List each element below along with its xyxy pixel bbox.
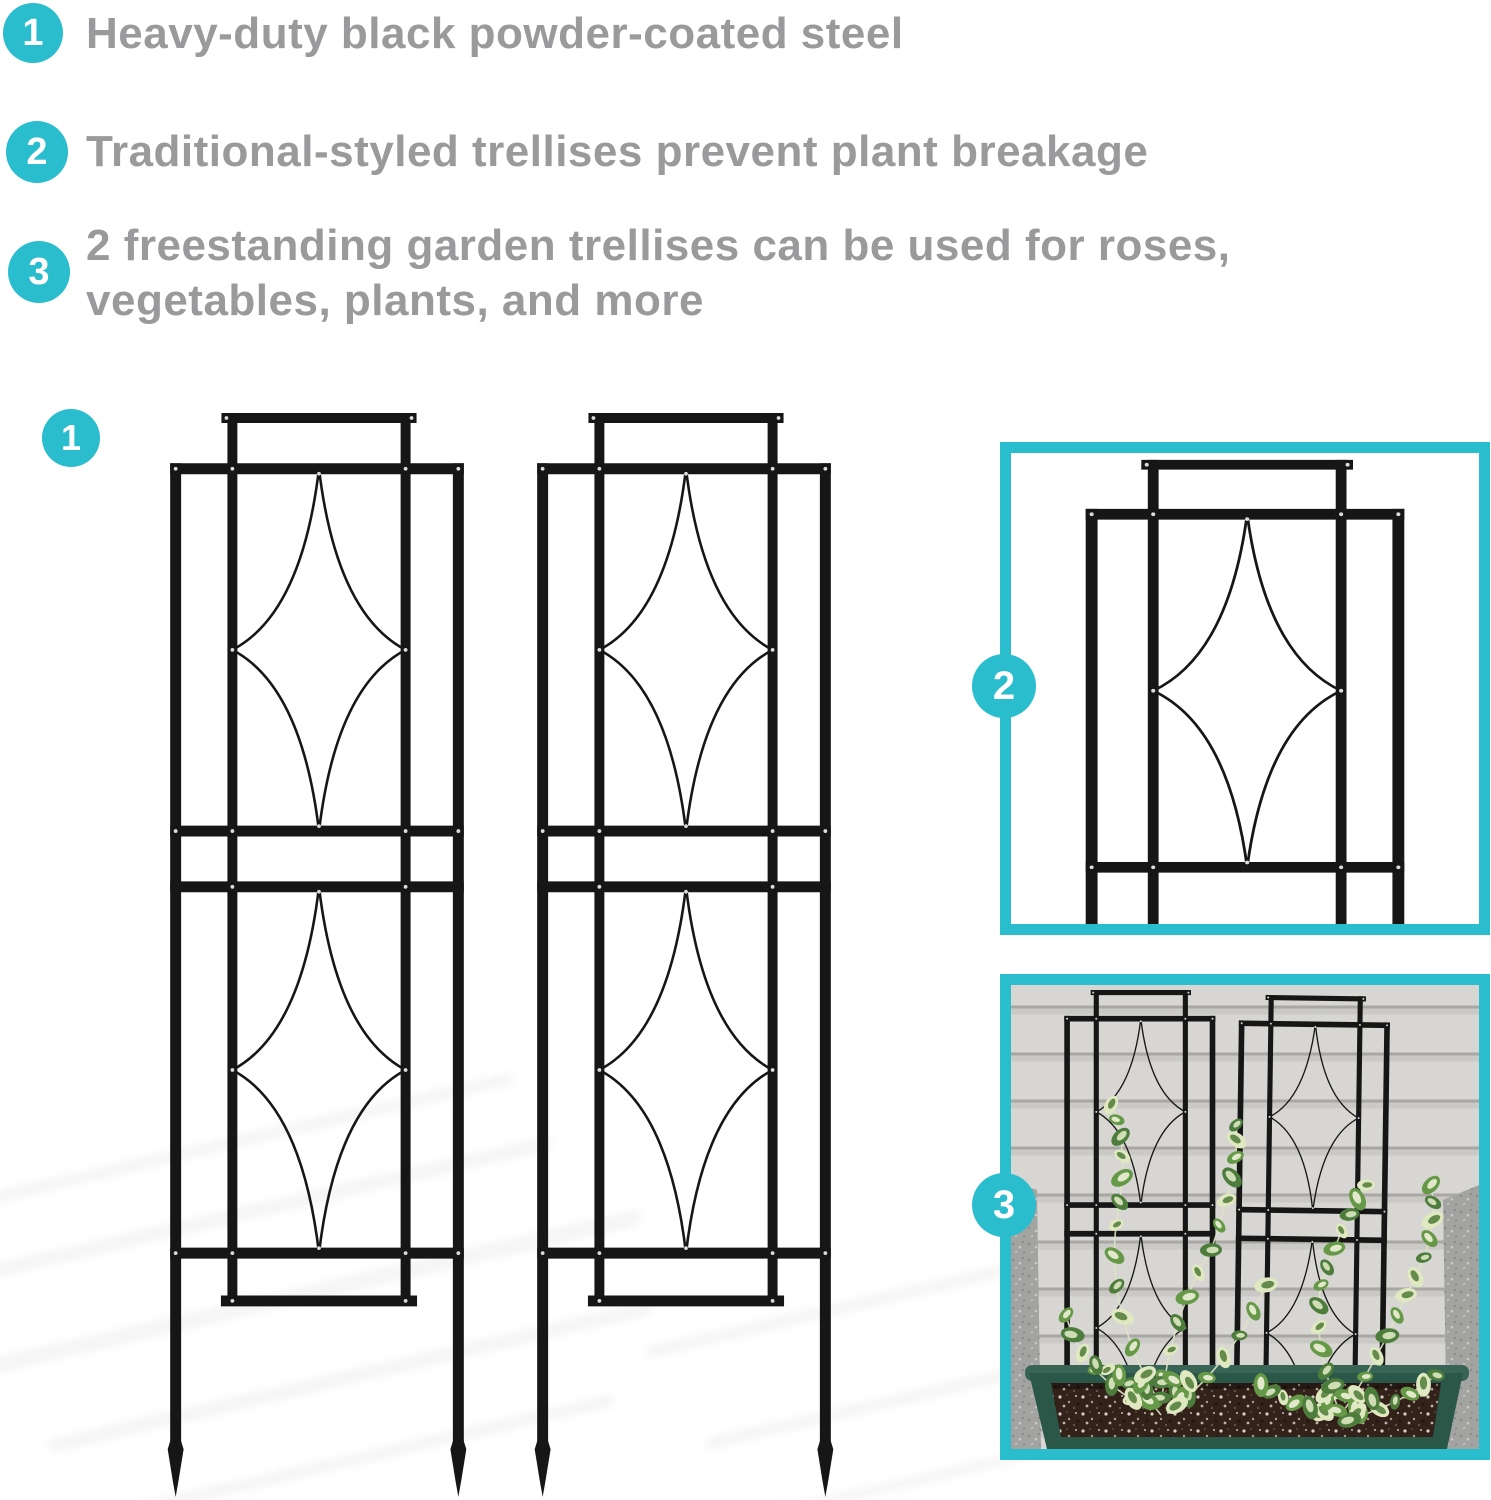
- trellis-illustration-left: [167, 410, 467, 1500]
- photo-inset-box: [1000, 974, 1490, 1460]
- trellis-photo-art: [1011, 985, 1479, 1449]
- bullet-text-3: 2 freestanding garden trellises can be u…: [86, 218, 1231, 328]
- bullet-badge-2: 2: [6, 121, 68, 183]
- trellis-illustration-right: [534, 410, 834, 1500]
- bullet-text-1: Heavy-duty black powder-coated steel: [86, 6, 904, 61]
- bullet-2-line: Traditional-styled trellises prevent pla…: [86, 127, 1149, 176]
- bullet-badge-3: 3: [8, 241, 70, 303]
- callout-badge-photo: 3: [972, 1173, 1036, 1237]
- bullet-3-line-2: vegetables, plants, and more: [86, 276, 704, 325]
- callout-badge-main: 1: [42, 409, 100, 467]
- closeup-inset-box: [1000, 442, 1490, 935]
- callout-badge-closeup: 2: [972, 654, 1036, 718]
- trellis-closeup-art: [1011, 453, 1479, 924]
- bullet-3-line-1: 2 freestanding garden trellises can be u…: [86, 221, 1231, 270]
- bullet-badge-1: 1: [3, 3, 63, 63]
- bullet-text-2: Traditional-styled trellises prevent pla…: [86, 124, 1148, 179]
- bullet-1-line: Heavy-duty black powder-coated steel: [86, 9, 904, 58]
